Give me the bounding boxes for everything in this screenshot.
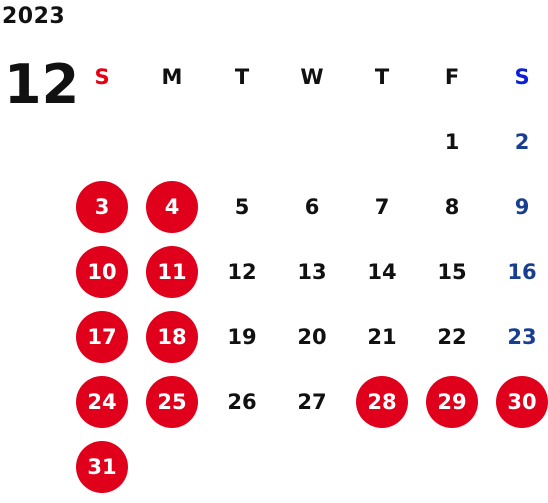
calendar-day-number: 3 [76, 180, 128, 233]
calendar-empty-cell [277, 109, 347, 174]
calendar-day-18: 18 [137, 304, 207, 369]
calendar-day-26: 26 [207, 369, 277, 434]
weekday-header-sat: S [514, 65, 530, 89]
calendar-day-number: 24 [76, 375, 128, 428]
calendar-day-7: 7 [347, 174, 417, 239]
weekday-header-tue: T [234, 65, 250, 89]
calendar-day-24: 24 [67, 369, 137, 434]
calendar-day-17: 17 [67, 304, 137, 369]
calendar-day-number: 22 [437, 324, 467, 349]
calendar-day-number: 12 [227, 259, 257, 284]
calendar-day-8: 8 [417, 174, 487, 239]
calendar-day-number: 14 [367, 259, 397, 284]
calendar-day-number: 28 [356, 375, 408, 428]
calendar-day-number: 16 [507, 259, 537, 284]
calendar-year: 2023 [2, 4, 66, 29]
calendar-day-28: 28 [347, 369, 417, 434]
calendar-empty-cell [277, 434, 347, 499]
calendar-day-20: 20 [277, 304, 347, 369]
calendar-day-number: 27 [297, 389, 327, 414]
calendar-day-30: 30 [487, 369, 548, 434]
calendar-empty-cell [67, 109, 137, 174]
calendar-day-number: 23 [507, 324, 537, 349]
calendar-day-number: 17 [76, 310, 128, 363]
calendar-day-number: 4 [146, 180, 198, 233]
calendar-day-number: 5 [234, 194, 250, 219]
calendar-day-number: 26 [227, 389, 257, 414]
calendar-empty-cell [137, 109, 207, 174]
weekday-header-thu: T [374, 65, 390, 89]
calendar-day-number: 13 [297, 259, 327, 284]
calendar-day-13: 13 [277, 239, 347, 304]
calendar-day-21: 21 [347, 304, 417, 369]
calendar-empty-cell [347, 109, 417, 174]
calendar-day-number: 6 [304, 194, 320, 219]
calendar-day-1: 1 [417, 109, 487, 174]
calendar-day-number: 2 [514, 129, 530, 154]
calendar-day-15: 15 [417, 239, 487, 304]
calendar-day-2: 2 [487, 109, 548, 174]
calendar-empty-cell [417, 434, 487, 499]
weekday-header-sun: S [94, 65, 110, 89]
weekday-header-mon: M [161, 65, 183, 89]
calendar-empty-cell [207, 109, 277, 174]
calendar-day-12: 12 [207, 239, 277, 304]
calendar-month: 12 [4, 53, 80, 116]
calendar-day-6: 6 [277, 174, 347, 239]
calendar-day-31: 31 [67, 434, 137, 499]
calendar-day-number: 11 [146, 245, 198, 298]
calendar-day-3: 3 [67, 174, 137, 239]
calendar-day-4: 4 [137, 174, 207, 239]
calendar-day-number: 7 [374, 194, 390, 219]
calendar-day-number: 8 [444, 194, 460, 219]
weekday-header-fri: F [444, 65, 460, 89]
calendar-day-22: 22 [417, 304, 487, 369]
calendar-day-29: 29 [417, 369, 487, 434]
calendar-day-number: 29 [426, 375, 478, 428]
calendar-day-25: 25 [137, 369, 207, 434]
calendar-day-number: 9 [514, 194, 530, 219]
calendar-day-23: 23 [487, 304, 548, 369]
calendar-day-number: 15 [437, 259, 467, 284]
calendar-day-number: 30 [496, 375, 548, 428]
calendar-day-number: 19 [227, 324, 257, 349]
calendar-empty-cell [487, 434, 548, 499]
calendar-day-27: 27 [277, 369, 347, 434]
calendar-day-number: 10 [76, 245, 128, 298]
calendar-day-19: 19 [207, 304, 277, 369]
calendar-day-9: 9 [487, 174, 548, 239]
calendar-day-16: 16 [487, 239, 548, 304]
calendar-day-number: 21 [367, 324, 397, 349]
calendar-day-5: 5 [207, 174, 277, 239]
calendar-empty-cell [347, 434, 417, 499]
calendar-day-number: 18 [146, 310, 198, 363]
calendar-day-number: 31 [76, 440, 128, 493]
calendar-day-number: 25 [146, 375, 198, 428]
calendar-day-number: 1 [444, 129, 460, 154]
weekday-header-wed: W [300, 65, 324, 89]
calendar-empty-cell [207, 434, 277, 499]
calendar-day-number: 20 [297, 324, 327, 349]
calendar-day-11: 11 [137, 239, 207, 304]
calendar-day-14: 14 [347, 239, 417, 304]
calendar-day-10: 10 [67, 239, 137, 304]
calendar-empty-cell [137, 434, 207, 499]
